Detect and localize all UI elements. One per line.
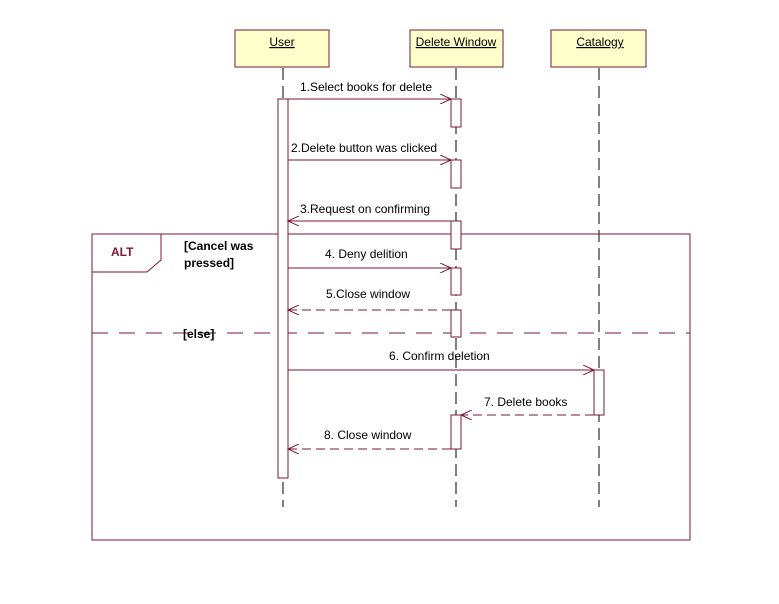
message-label: 4. Deny delition (325, 247, 408, 261)
message-label: 5.Close window (326, 287, 410, 301)
activation-delete-window-1 (450, 98, 462, 128)
message-label: 2.Delete button was clicked (291, 141, 437, 155)
participant-delete-window[interactable]: Delete Window (409, 29, 504, 68)
alt-label-box (92, 233, 162, 273)
message-1[interactable]: 1.Select books for delete (288, 80, 451, 99)
participant-catalogy[interactable]: Catalogy (550, 29, 647, 68)
message-label: 1.Select books for delete (300, 80, 432, 94)
activation-delete-window-3 (450, 220, 462, 250)
message-label: 8. Close window (324, 428, 412, 442)
alt-guard-1-line-1: [Cancel was (184, 239, 254, 253)
alt-frame (91, 233, 691, 541)
participant-label: User (269, 35, 294, 49)
message-6[interactable]: 6. Confirm deletion (288, 349, 594, 370)
activation-delete-window-5 (450, 309, 462, 338)
activation-catalogy (593, 369, 605, 416)
message-label: 3.Request on confirming (300, 202, 430, 216)
message-3[interactable]: 3.Request on confirming (288, 202, 451, 221)
participant-label: Delete Window (416, 35, 497, 49)
message-2[interactable]: 2.Delete button was clicked (288, 141, 451, 160)
alt-operator: ALT (111, 245, 134, 259)
message-label: 7. Delete books (484, 395, 567, 409)
alt-fragment[interactable]: ALT [Cancel was pressed] [else] (91, 233, 691, 541)
message-7[interactable]: 7. Delete books (461, 395, 594, 415)
message-8[interactable]: 8. Close window (288, 428, 451, 449)
message-5[interactable]: 5.Close window (288, 287, 451, 310)
activation-delete-window-6 (450, 414, 462, 450)
participant-user[interactable]: User (234, 29, 330, 68)
activations (277, 98, 605, 479)
activation-user (277, 98, 289, 479)
activation-delete-window-2 (450, 159, 462, 189)
message-4[interactable]: 4. Deny delition (288, 247, 451, 268)
activation-delete-window-4 (450, 267, 462, 296)
alt-guard-2: [else] (183, 327, 214, 341)
participant-label: Catalogy (576, 35, 623, 49)
message-label: 6. Confirm deletion (389, 349, 490, 363)
alt-guard-1-line-2: pressed] (184, 256, 234, 270)
